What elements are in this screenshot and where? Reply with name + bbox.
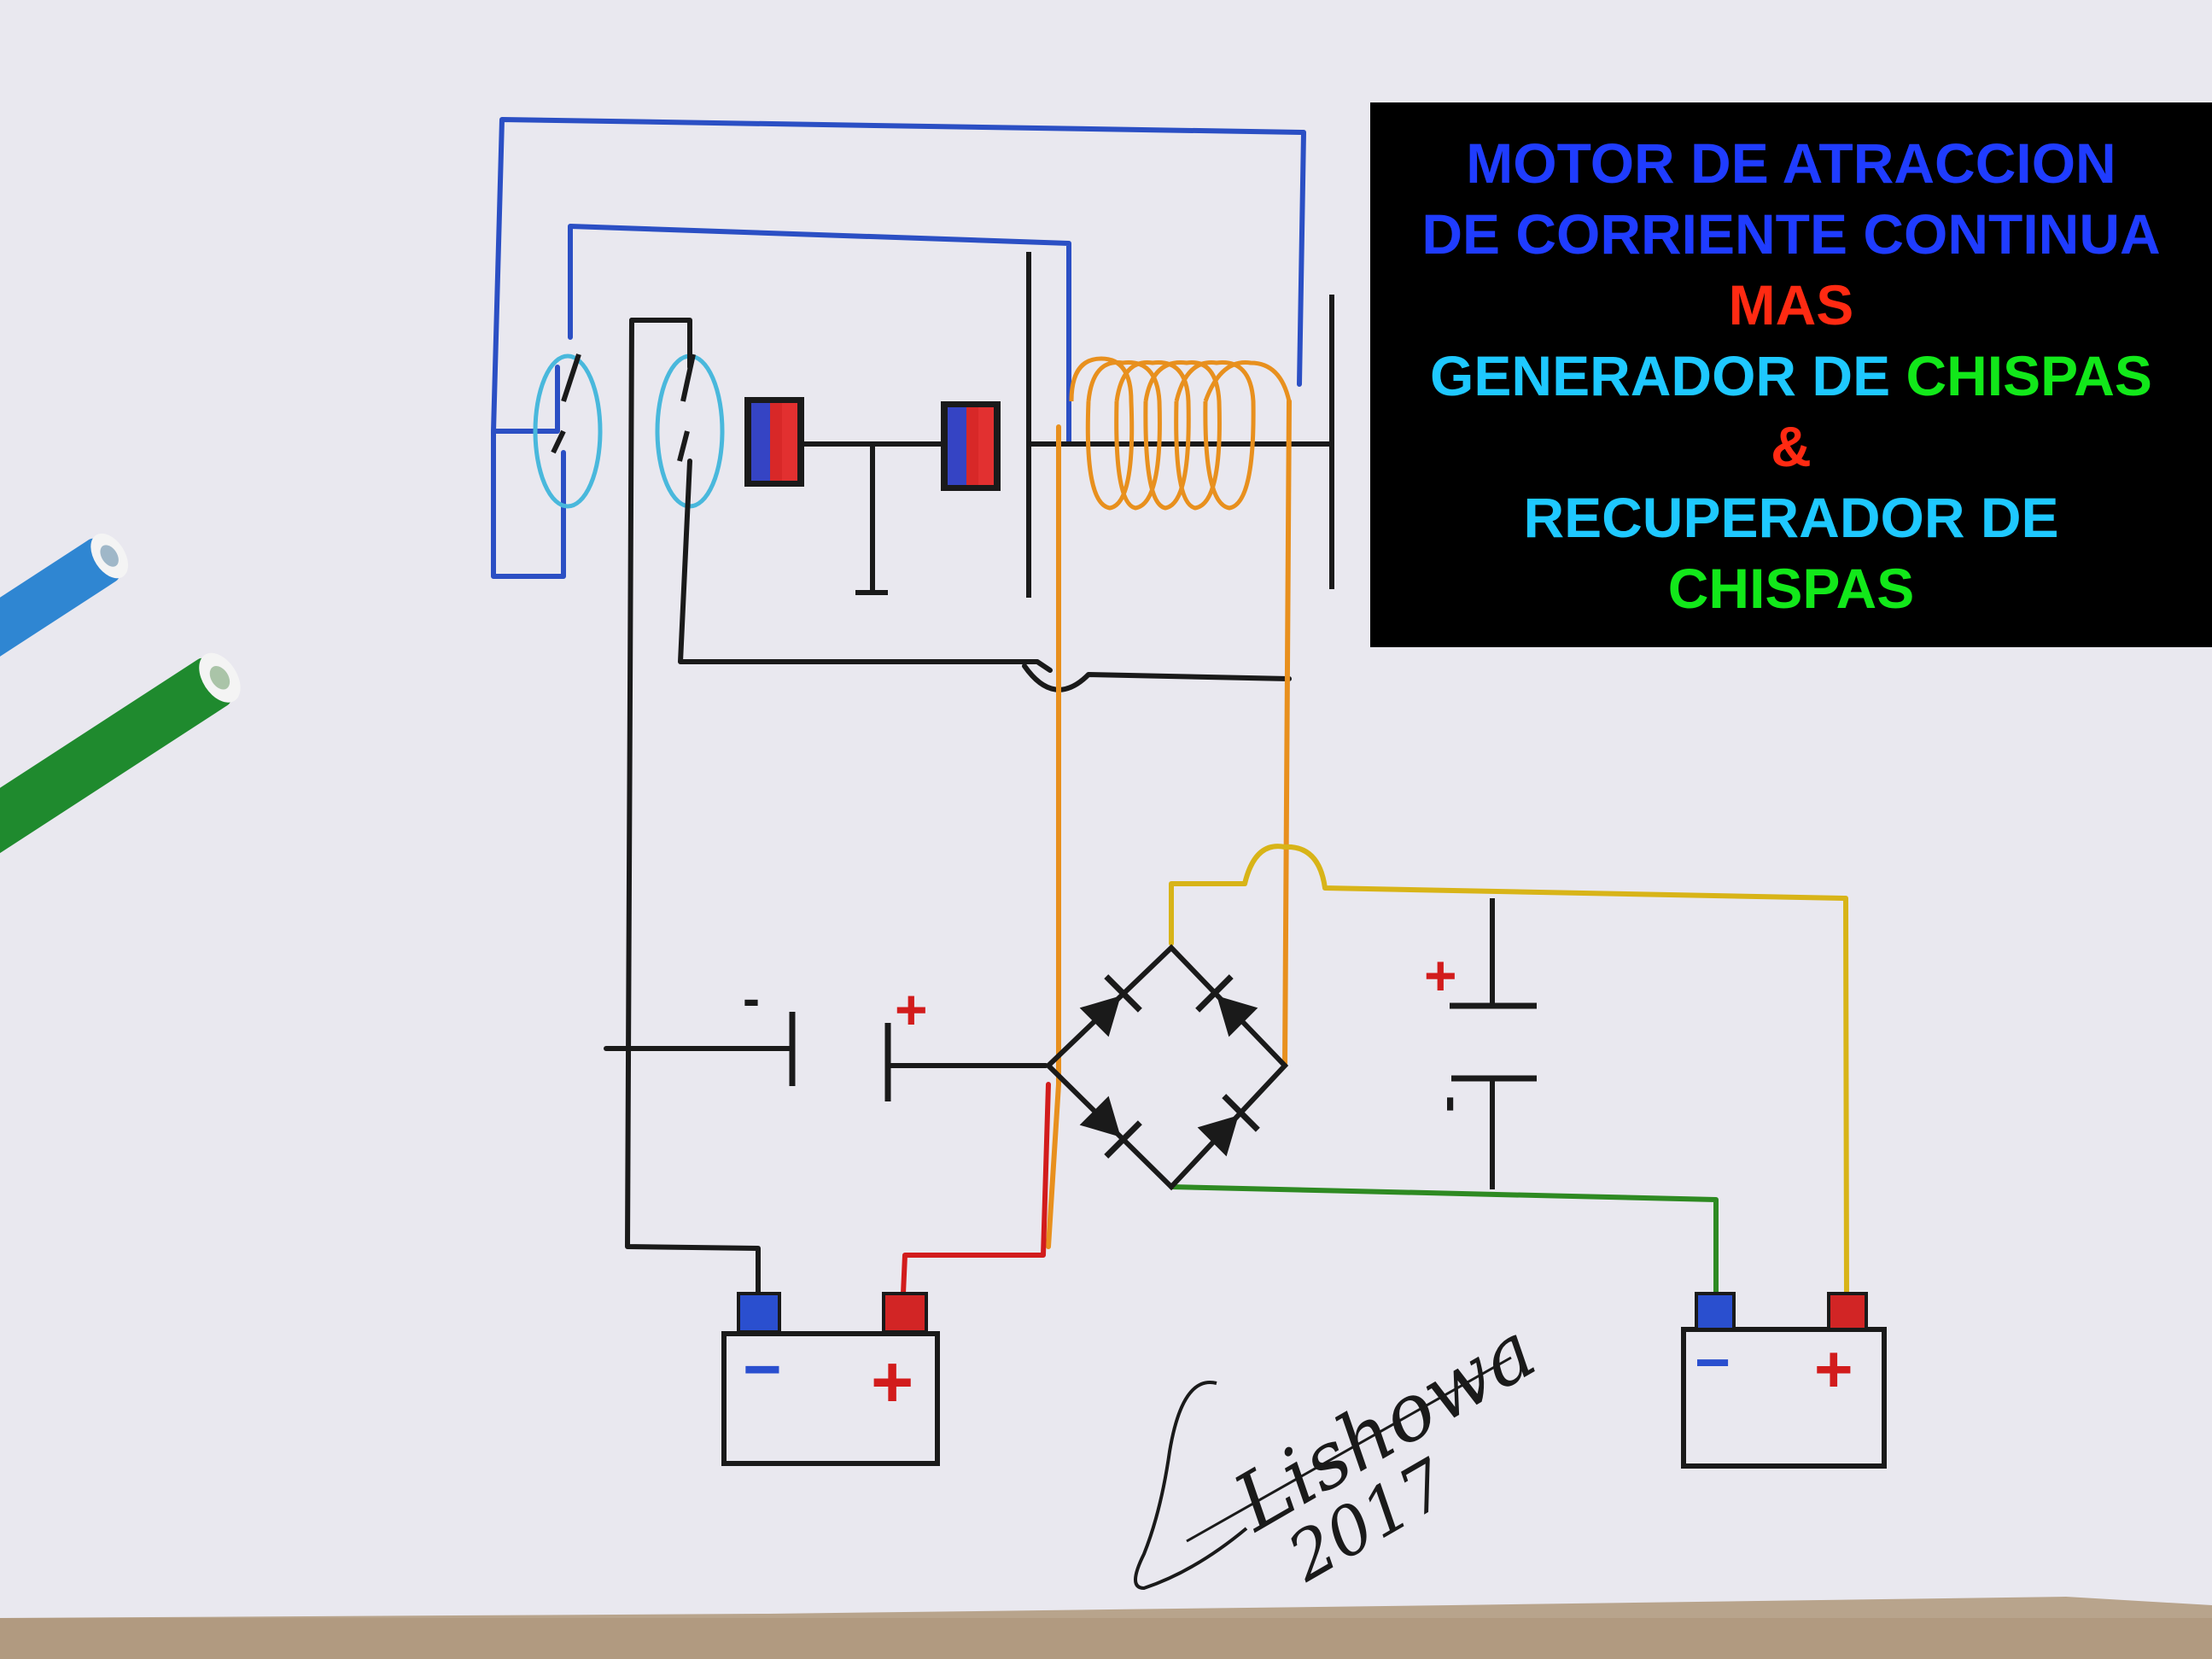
magnet-right xyxy=(941,401,1001,491)
title-line-7: CHISPAS xyxy=(1667,557,1915,620)
battery-right-minus-label: − xyxy=(1695,1329,1730,1397)
battery-left: − + xyxy=(721,1292,940,1466)
diode-2 xyxy=(1195,974,1258,1037)
right-capacitor-minus-label: - xyxy=(1426,1095,1483,1113)
coil xyxy=(1069,356,1292,511)
capacitor-right: + - xyxy=(1424,898,1537,1189)
title-line-1: MOTOR DE ATRACCION xyxy=(1466,131,2116,195)
capacitor-left: - + xyxy=(743,970,928,1101)
battery-left-plus-label: + xyxy=(871,1341,913,1423)
green-marker-pen xyxy=(0,652,241,903)
orange-wire xyxy=(1046,399,1292,1249)
yellow-wire xyxy=(1169,844,1849,1300)
title-line-3: MAS xyxy=(1728,273,1854,336)
diode-4 xyxy=(1197,1094,1260,1157)
title-line-6: RECUPERADOR DE xyxy=(1523,486,2059,549)
diode-3 xyxy=(1079,1095,1142,1159)
capacitor-plus-label: + xyxy=(895,978,928,1041)
red-wire xyxy=(901,1082,1051,1296)
green-wire xyxy=(1169,1184,1719,1296)
right-capacitor-plus-label: + xyxy=(1424,943,1457,1007)
title-box: MOTOR DE ATRACCION DE CORRIENTE CONTINUA… xyxy=(1370,102,2212,647)
black-wire xyxy=(604,318,1292,1296)
battery-left-minus-label: − xyxy=(743,1331,782,1406)
title-line-5: & xyxy=(1771,415,1812,478)
bridge-rectifier xyxy=(1044,943,1289,1191)
table-edge xyxy=(0,1618,2212,1659)
capacitor-minus-label: - xyxy=(743,970,760,1027)
magnet-left xyxy=(744,397,804,487)
rotor-assembly xyxy=(744,397,1001,595)
title-line-4-part-a: GENERADOR DE xyxy=(1430,344,1906,407)
title-line-4: GENERADOR DE CHISPAS xyxy=(1370,341,2212,412)
diode-1 xyxy=(1079,974,1142,1037)
title-line-2: DE CORRIENTE CONTINUA xyxy=(1421,202,2161,266)
blue-marker-pen xyxy=(0,533,129,681)
battery-right: − + xyxy=(1681,1292,1887,1469)
battery-right-plus-label: + xyxy=(1814,1331,1853,1406)
electromagnet-core xyxy=(1026,252,1334,598)
title-line-4-part-b: CHISPAS xyxy=(1906,344,2152,407)
blue-wire xyxy=(491,117,1306,579)
reed-switch-left xyxy=(533,353,603,509)
